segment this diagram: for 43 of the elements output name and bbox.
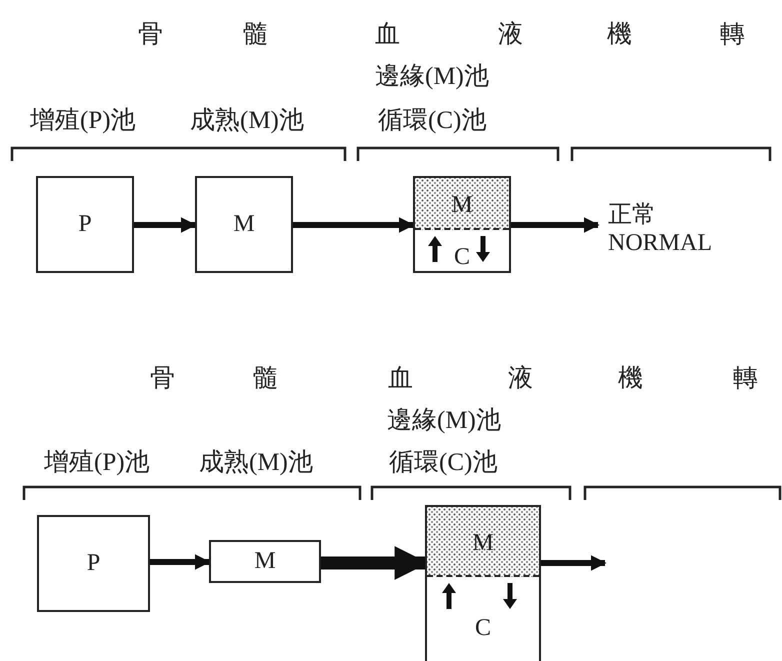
flow-arrow <box>541 555 607 571</box>
node-label: P <box>78 210 92 238</box>
text-label: 髓 <box>243 22 268 47</box>
text-label: 增殖(P)池 <box>30 108 136 133</box>
node-label: M <box>254 548 276 576</box>
text-label: 骨 <box>138 22 163 47</box>
text-label: 血 <box>388 366 413 391</box>
node-label: P <box>86 550 100 578</box>
pool-box <box>195 176 293 273</box>
pool-box <box>413 176 511 273</box>
text-label: 液 <box>508 366 533 391</box>
text-label: 轉 <box>720 22 745 47</box>
node-label: M <box>451 192 473 220</box>
flow-arrow <box>134 217 197 233</box>
margin-pool-region <box>427 507 539 577</box>
text-label: 骨 <box>150 366 175 391</box>
text-label: 成熟(M)池 <box>190 108 304 133</box>
text-label: 轉 <box>733 366 758 391</box>
pool-box <box>36 176 134 273</box>
text-label: 液 <box>498 22 523 47</box>
pool-box <box>37 515 150 612</box>
text-label: 機 <box>618 366 643 391</box>
text-label: 血 <box>375 22 400 47</box>
flow-arrow <box>293 217 415 233</box>
node-label: M <box>472 530 494 558</box>
text-label: 循環(C)池 <box>389 450 498 475</box>
text-label: 成熟(M)池 <box>199 450 313 475</box>
text-label: 循環(C)池 <box>378 108 486 133</box>
node-label: M <box>233 210 255 238</box>
text-label: 髓 <box>253 366 278 391</box>
text-label: 機 <box>607 22 632 47</box>
text-label: 增殖(P)池 <box>44 450 150 475</box>
node-sublabel: NORMAL <box>608 230 712 258</box>
flow-arrow <box>150 554 211 570</box>
flow-arrow <box>511 217 600 233</box>
node-label: C <box>454 244 470 272</box>
text-label: 邊緣(M)池 <box>387 408 501 433</box>
margin-pool-region <box>415 178 509 230</box>
node-label: 正常 <box>608 202 656 230</box>
pool-box <box>209 540 321 583</box>
node-label: C <box>474 615 491 643</box>
text-label: 邊緣(M)池 <box>375 64 489 89</box>
pool-box <box>425 505 541 661</box>
